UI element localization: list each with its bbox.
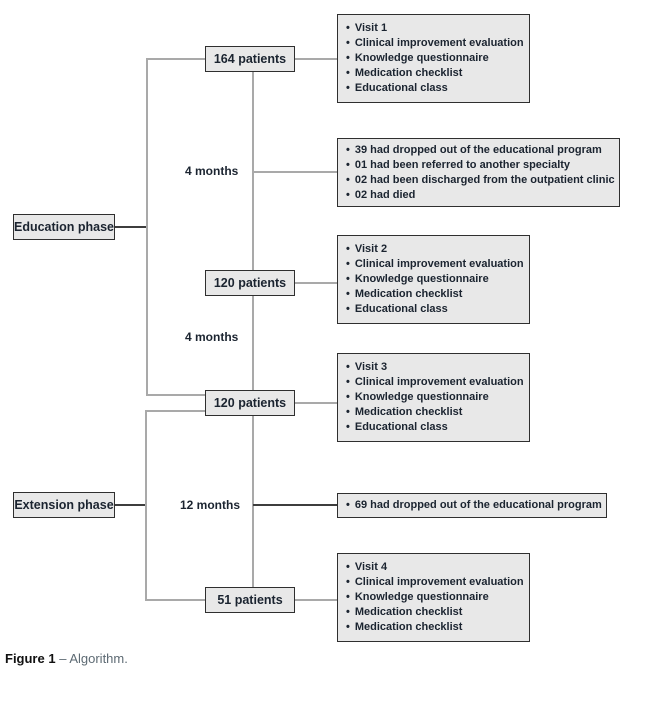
education-bracket-bottom-line [146,394,205,396]
bullet-item: Clinical improvement evaluation [346,36,524,51]
bullet-item: Medication checklist [346,66,521,81]
extension-phase-label: Extension phase [14,498,114,512]
bullet-item: Visit 4 [346,560,521,575]
bullet-item: Knowledge questionnaire [346,390,521,405]
bullet-item: Visit 2 [346,242,521,257]
extension-bracket-vertical-line [145,410,147,601]
figure-caption-text: – Algorithm. [59,651,128,666]
patients-node-164: 164 patients [205,46,295,72]
bullet-item: Knowledge questionnaire [346,51,521,66]
bullet-item: 39 had dropped out of the educational pr… [346,143,611,158]
education-phase-connector-line [115,226,146,228]
bullet-item: Knowledge questionnaire [346,590,521,605]
visit-4-list: Visit 4 Clinical improvement evaluation … [346,560,524,635]
bullet-item: Educational class [346,81,521,96]
detail-box-visit-3: Visit 3 Clinical improvement evaluation … [337,353,530,442]
patients-node-120-first-label: 120 patients [213,276,287,290]
bullet-item: Visit 3 [346,360,521,375]
connector-164-to-visit1 [295,58,337,60]
bullet-item: Clinical improvement evaluation [346,575,524,590]
bullet-item: Medication checklist [346,620,521,635]
visit-1-list: Visit 1 Clinical improvement evaluation … [346,21,524,96]
extension-phase-box: Extension phase [13,492,115,518]
education-bracket-top-line [146,58,205,60]
detail-box-visit-4: Visit 4 Clinical improvement evaluation … [337,553,530,642]
bullet-item: 02 had been discharged from the outpatie… [346,173,615,188]
patients-node-120-second: 120 patients [205,390,295,416]
bullet-item: 69 had dropped out of the educational pr… [346,498,602,513]
bullet-item: 02 had died [346,188,611,203]
dropout-education-list: 39 had dropped out of the educational pr… [346,143,615,203]
education-phase-box: Education phase [13,214,115,240]
detail-box-dropout-extension: 69 had dropped out of the educational pr… [337,493,607,518]
patients-node-120-first: 120 patients [205,270,295,296]
bullet-item: Medication checklist [346,605,521,620]
detail-box-dropout-education: 39 had dropped out of the educational pr… [337,138,620,207]
detail-box-visit-2: Visit 2 Clinical improvement evaluation … [337,235,530,324]
bullet-item: Educational class [346,420,521,435]
timeline-segment-3 [252,416,254,587]
connector-51-to-visit4 [295,599,337,601]
education-phase-label: Education phase [13,220,115,234]
bullet-item: Clinical improvement evaluation [346,257,524,272]
education-bracket-vertical-line [146,58,148,396]
interval-label-4-months-2: 4 months [185,330,239,344]
patients-node-51-label: 51 patients [217,593,283,607]
patients-node-51: 51 patients [205,587,295,613]
figure-caption-label: Figure 1 [5,651,56,666]
visit-2-list: Visit 2 Clinical improvement evaluation … [346,242,524,317]
extension-bracket-bottom-line [145,599,205,601]
bullet-item: Educational class [346,302,521,317]
patients-node-120-second-label: 120 patients [213,396,287,410]
bullet-item: Knowledge questionnaire [346,272,521,287]
extension-phase-connector-line [115,504,145,506]
extension-bracket-top-line [145,410,205,412]
connector-timeline-to-dropout2 [253,504,337,506]
timeline-segment-2 [252,296,254,390]
interval-label-4-months-1: 4 months [185,164,239,178]
bullet-item: 01 had been referred to another specialt… [346,158,611,173]
dropout-extension-list: 69 had dropped out of the educational pr… [346,498,602,513]
connector-timeline-to-dropout1 [253,171,337,173]
patients-node-164-label: 164 patients [213,52,287,66]
interval-label-12-months: 12 months [180,498,241,512]
visit-3-list: Visit 3 Clinical improvement evaluation … [346,360,524,435]
figure-caption: Figure 1 – Algorithm. [5,651,128,666]
bullet-item: Visit 1 [346,21,521,36]
connector-120a-to-visit2 [295,282,337,284]
connector-120b-to-visit3 [295,402,337,404]
bullet-item: Clinical improvement evaluation [346,375,524,390]
bullet-item: Medication checklist [346,287,521,302]
bullet-item: Medication checklist [346,405,521,420]
detail-box-visit-1: Visit 1 Clinical improvement evaluation … [337,14,530,103]
